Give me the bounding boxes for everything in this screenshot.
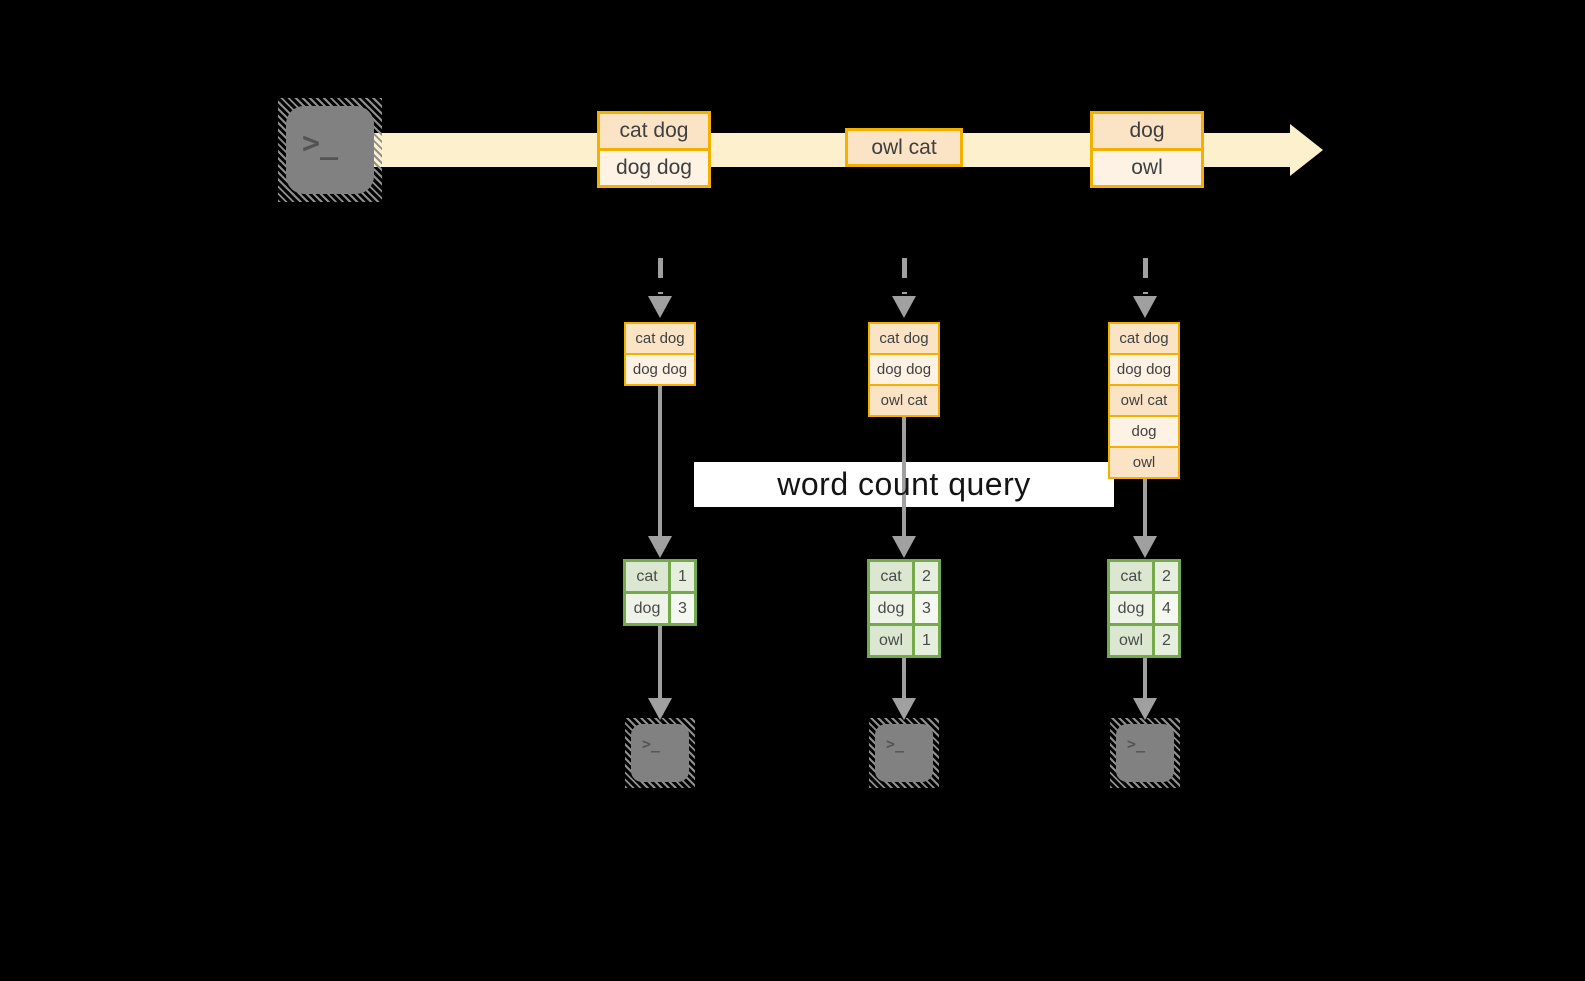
terminal-prompt-glyph: >_ [886, 735, 905, 753]
terminal-icon-body: >_ [875, 724, 933, 782]
query-arrow-line [902, 417, 906, 538]
stream-arrow-head-icon [1290, 124, 1323, 176]
dashed-arrow-line [902, 258, 907, 294]
stream-record: dog [1093, 114, 1201, 148]
sink-arrow-line [658, 626, 662, 700]
count-value: 1 [915, 626, 938, 655]
count-word: owl [1110, 626, 1152, 655]
terminal-prompt-glyph: >_ [642, 735, 661, 753]
count-value: 3 [671, 594, 694, 623]
terminal-sink-icon-3: >_ [1110, 718, 1180, 788]
state-record: cat dog [626, 324, 694, 353]
stream-batch-2: owl cat [845, 128, 963, 167]
stream-record: owl cat [848, 131, 960, 164]
count-row: dog 3 [626, 594, 694, 623]
stream-batch-3: dog owl [1090, 111, 1204, 188]
sink-arrow-head-icon [1133, 698, 1157, 720]
stream-record: owl [1093, 151, 1201, 185]
stream-record: dog dog [600, 151, 708, 185]
stream-batch-1: cat dog dog dog [597, 111, 711, 188]
state-record: dog dog [870, 355, 938, 384]
count-value: 2 [915, 562, 938, 591]
query-arrow-head-icon [648, 536, 672, 558]
count-word: dog [870, 594, 912, 623]
state-record: owl [1110, 448, 1178, 477]
state-box-1: cat dog dog dog [624, 322, 696, 386]
state-record: dog [1110, 417, 1178, 446]
count-word: cat [870, 562, 912, 591]
dashed-arrow-head-icon [1133, 296, 1157, 318]
state-box-3: cat dog dog dog owl cat dog owl [1108, 322, 1180, 479]
terminal-source-icon: >_ [278, 98, 382, 202]
count-row: cat 1 [626, 562, 694, 591]
state-box-2: cat dog dog dog owl cat [868, 322, 940, 417]
state-record: dog dog [1110, 355, 1178, 384]
dashed-arrow-line [1143, 258, 1148, 294]
count-table-3: cat 2 dog 4 owl 2 [1107, 559, 1181, 658]
terminal-icon-body: >_ [631, 724, 689, 782]
count-value: 4 [1155, 594, 1178, 623]
count-value: 1 [671, 562, 694, 591]
count-row: owl 1 [870, 626, 938, 655]
count-row: dog 3 [870, 594, 938, 623]
count-word: dog [626, 594, 668, 623]
count-word: cat [626, 562, 668, 591]
count-word: cat [1110, 562, 1152, 591]
count-table-2: cat 2 dog 3 owl 1 [867, 559, 941, 658]
dashed-arrow-line [658, 258, 663, 294]
dashed-arrow-head-icon [648, 296, 672, 318]
count-value: 2 [1155, 626, 1178, 655]
query-arrow-head-icon [892, 536, 916, 558]
sink-arrow-line [1143, 658, 1147, 700]
sink-arrow-line [902, 658, 906, 700]
terminal-icon-body: >_ [286, 106, 374, 194]
word-count-query-label: word count query [694, 462, 1114, 507]
count-value: 3 [915, 594, 938, 623]
count-row: cat 2 [870, 562, 938, 591]
state-record: cat dog [870, 324, 938, 353]
terminal-icon-body: >_ [1116, 724, 1174, 782]
terminal-sink-icon-1: >_ [625, 718, 695, 788]
count-row: owl 2 [1110, 626, 1178, 655]
count-word: owl [870, 626, 912, 655]
count-word: dog [1110, 594, 1152, 623]
dashed-arrow-head-icon [892, 296, 916, 318]
count-row: dog 4 [1110, 594, 1178, 623]
state-record: cat dog [1110, 324, 1178, 353]
sink-arrow-head-icon [648, 698, 672, 720]
sink-arrow-head-icon [892, 698, 916, 720]
stream-record: cat dog [600, 114, 708, 148]
terminal-prompt-glyph: >_ [302, 126, 339, 161]
count-table-1: cat 1 dog 3 [623, 559, 697, 626]
terminal-sink-icon-2: >_ [869, 718, 939, 788]
query-arrow-head-icon [1133, 536, 1157, 558]
query-arrow-line [658, 386, 662, 538]
count-row: cat 2 [1110, 562, 1178, 591]
state-record: dog dog [626, 355, 694, 384]
terminal-prompt-glyph: >_ [1127, 735, 1146, 753]
query-arrow-line [1143, 479, 1147, 538]
state-record: owl cat [870, 386, 938, 415]
count-value: 2 [1155, 562, 1178, 591]
state-record: owl cat [1110, 386, 1178, 415]
word-count-query-text: word count query [777, 466, 1031, 502]
